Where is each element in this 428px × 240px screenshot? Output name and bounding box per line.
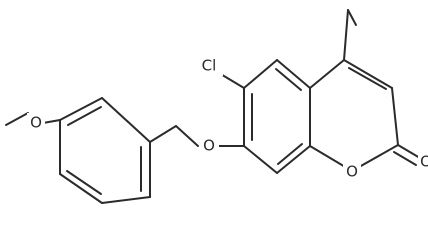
ether-oxygen-label: O — [203, 137, 215, 155]
ring-oxygen-label: O — [346, 163, 358, 181]
chlorine-label: Cl — [202, 57, 217, 75]
methoxyphenyl-bond-5 — [59, 97, 103, 121]
methoxy-oxygen-label-bg — [27, 113, 45, 133]
coumarin-bond-c3-c2 — [391, 87, 399, 146]
ethyl-bond-1 — [347, 9, 357, 26]
coumarin-bond-c4a-c4 — [309, 59, 345, 89]
structure-canvas: Cl O O O O — [5, 9, 428, 204]
aryl-bond-c7-c8 — [243, 145, 278, 174]
methoxyphenyl-bond-2 — [101, 196, 151, 204]
ring-oxygen-label-bg — [343, 162, 361, 182]
methoxyphenyl-bond-3-inner — [66, 170, 102, 195]
carbonyl-bond-inner — [393, 151, 417, 166]
methoxy-bond-ring-o — [42, 119, 61, 124]
aryl-bond-c8-c8a — [276, 145, 311, 174]
carbonyl-oxygen-label: O — [420, 153, 428, 171]
ether-oxygen-label-bg — [201, 136, 219, 156]
methoxyphenyl-bond-3 — [59, 173, 103, 204]
coumarin-bond-c4-c3-inner — [348, 67, 387, 90]
coumarin-bond-c4-c3 — [343, 59, 393, 89]
methoxy-oxygen-label: O — [30, 114, 42, 132]
cl-label-bg — [197, 56, 223, 76]
carbonyl-bond-outer — [397, 144, 421, 159]
methoxy-bond-o-ch3 — [5, 112, 29, 126]
ether-bond-o-ch2 — [175, 125, 199, 147]
aryl-bond-c4a-c5-inner — [275, 68, 302, 91]
ethyl-bond-2 — [343, 9, 349, 61]
methoxyphenyl-bond-6 — [101, 97, 151, 143]
bond-set — [5, 9, 421, 204]
carbonyl-oxygen-label-bg — [418, 152, 428, 172]
methoxyphenyl-bond-5-inner — [67, 106, 102, 126]
benzyl-bond-ch2-ar — [149, 125, 177, 143]
chemical-structure-diagram: Cl O O O O — [5, 9, 428, 204]
aryl-bond-c5-c6 — [243, 59, 278, 89]
aryl-bond-c8-c8a-inner — [277, 143, 303, 165]
atom-label-set: Cl O O O O — [27, 56, 428, 182]
aryl-bond-c4a-c5 — [276, 59, 311, 89]
